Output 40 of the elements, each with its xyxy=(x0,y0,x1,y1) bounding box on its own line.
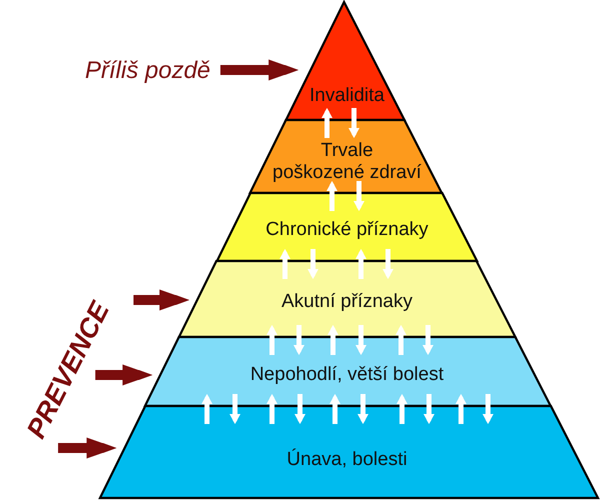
arrow xyxy=(220,59,299,80)
level-label: Chronické příznaky xyxy=(266,219,428,241)
arrow xyxy=(308,249,318,279)
arrow xyxy=(230,394,240,424)
arrow xyxy=(348,108,360,138)
arrow xyxy=(322,108,332,138)
arrow xyxy=(294,325,304,355)
callout-text: Příliš pozdě xyxy=(85,57,210,85)
arrow xyxy=(482,394,494,424)
pyramid-level xyxy=(216,193,477,261)
arrow xyxy=(266,394,278,424)
level-label: Akutní příznaky xyxy=(282,291,412,313)
level-label: Invalidita xyxy=(309,85,384,107)
arrow xyxy=(266,325,278,355)
arrow xyxy=(95,364,153,386)
arrow xyxy=(358,394,368,424)
level-label: Únava, bolesti xyxy=(286,449,408,471)
level-label: Trvale poškozené zdraví xyxy=(272,140,422,184)
arrow xyxy=(330,394,340,424)
pyramid-level xyxy=(145,337,551,406)
arrow xyxy=(280,249,290,279)
arrow xyxy=(134,290,190,310)
arrow xyxy=(294,394,306,424)
arrow xyxy=(356,249,366,279)
pyramid-level xyxy=(179,261,516,337)
arrow xyxy=(396,325,406,355)
arrow xyxy=(356,325,366,355)
level-label: Nepohodlí, větší bolest xyxy=(250,364,444,386)
arrow xyxy=(354,181,364,211)
arrow xyxy=(326,181,338,211)
arrow xyxy=(382,249,394,279)
pyramid-level xyxy=(250,120,442,193)
arrow xyxy=(202,394,212,424)
arrow xyxy=(422,325,434,355)
arrow xyxy=(328,325,338,355)
arrow xyxy=(58,438,117,459)
arrow xyxy=(424,394,434,424)
pyramid-level xyxy=(286,2,404,120)
arrow xyxy=(396,394,408,424)
arrow xyxy=(456,394,466,424)
